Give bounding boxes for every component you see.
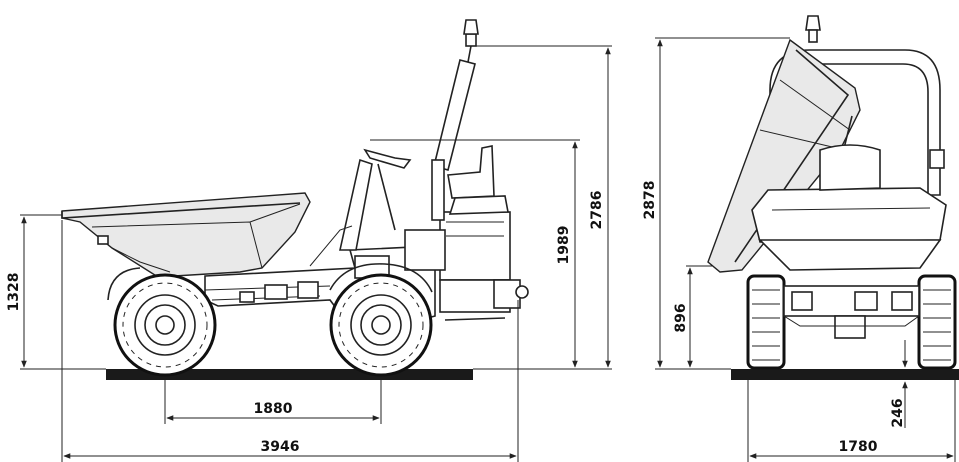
side-front-wheel	[329, 273, 433, 377]
front-right-wheel	[917, 274, 957, 370]
dim-ground-clearance-label: 246	[890, 398, 906, 427]
side-view: 1328 1989 2786 1880 3946	[6, 19, 612, 462]
dim-wheelbase-label: 1880	[254, 401, 293, 417]
dim-beacon-height: 2786	[476, 45, 612, 370]
dim-ground-clearance: 246	[890, 340, 908, 428]
front-ground	[731, 369, 959, 380]
dim-front-pivot-height: 896	[673, 265, 712, 368]
front-axle	[782, 285, 921, 339]
dim-skip-height-label: 1328	[6, 273, 22, 312]
dim-front-overall-height: 2878	[642, 37, 790, 370]
dim-wheelbase: 1880	[164, 380, 382, 424]
front-view: 2878 896 246 1780	[642, 15, 959, 462]
dim-overall-width-label: 1780	[839, 439, 878, 455]
front-beacon	[805, 15, 821, 43]
side-skip	[61, 192, 311, 278]
dim-overall-length: 3946	[61, 220, 519, 462]
dim-beacon-height-label: 2786	[589, 191, 605, 230]
dim-overall-width: 1780	[747, 380, 956, 462]
dim-front-overall-height-label: 2878	[642, 181, 658, 220]
side-rops-tower	[431, 19, 479, 221]
dim-front-pivot-height-label: 896	[673, 303, 689, 332]
front-left-wheel	[746, 274, 786, 370]
side-rear-wheel	[113, 273, 217, 377]
dim-overall-length-label: 3946	[261, 439, 300, 455]
side-steering	[309, 148, 412, 267]
side-engine-housing	[404, 211, 529, 321]
dim-seat-height-label: 1989	[556, 226, 572, 265]
side-ground	[106, 369, 473, 380]
front-body	[751, 144, 947, 271]
dim-skip-height: 1328	[6, 214, 106, 370]
dim-seat-height: 1989	[370, 139, 580, 370]
side-seat	[447, 145, 509, 215]
